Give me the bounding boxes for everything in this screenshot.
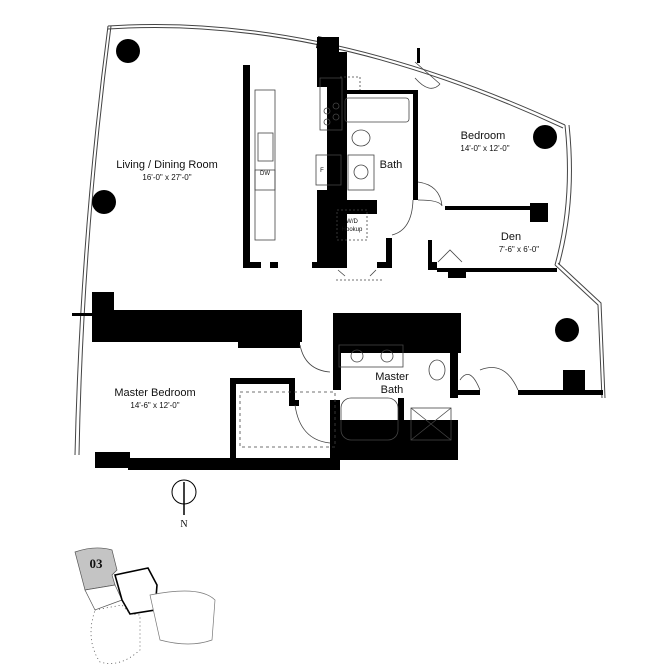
den-dims: 7'-6" x 6'-0": [499, 245, 539, 254]
living-room-name: Living / Dining Room: [116, 159, 218, 171]
building-key-plan: 03: [74, 547, 216, 664]
wd-label-2: Hookup: [342, 227, 363, 233]
dishwasher-label: DW: [260, 171, 270, 177]
fixtures: [239, 61, 519, 448]
master-bath-name-1: Master: [375, 371, 409, 383]
fridge-label: F: [320, 168, 324, 174]
master-bath-name-2: Bath: [381, 384, 404, 396]
structural-columns: [92, 39, 579, 342]
key-plan-unit-label: 03: [90, 556, 104, 571]
north-compass-icon: N: [171, 479, 197, 530]
wd-label-1: W/D: [346, 219, 358, 225]
bedroom-name: Bedroom: [461, 130, 506, 142]
bedroom-dims: 14'-0" x 12'-0": [460, 144, 509, 153]
room-labels: Living / Dining Room 16'-0" x 27'-0" Bed…: [114, 130, 539, 410]
compass-label: N: [180, 519, 187, 530]
master-bedroom-dims: 14'-6" x 12'-0": [130, 401, 179, 410]
bath-name: Bath: [380, 159, 403, 171]
master-bedroom-name: Master Bedroom: [114, 387, 195, 399]
den-name: Den: [501, 231, 521, 243]
living-room-dims: 16'-0" x 27'-0": [142, 173, 191, 182]
